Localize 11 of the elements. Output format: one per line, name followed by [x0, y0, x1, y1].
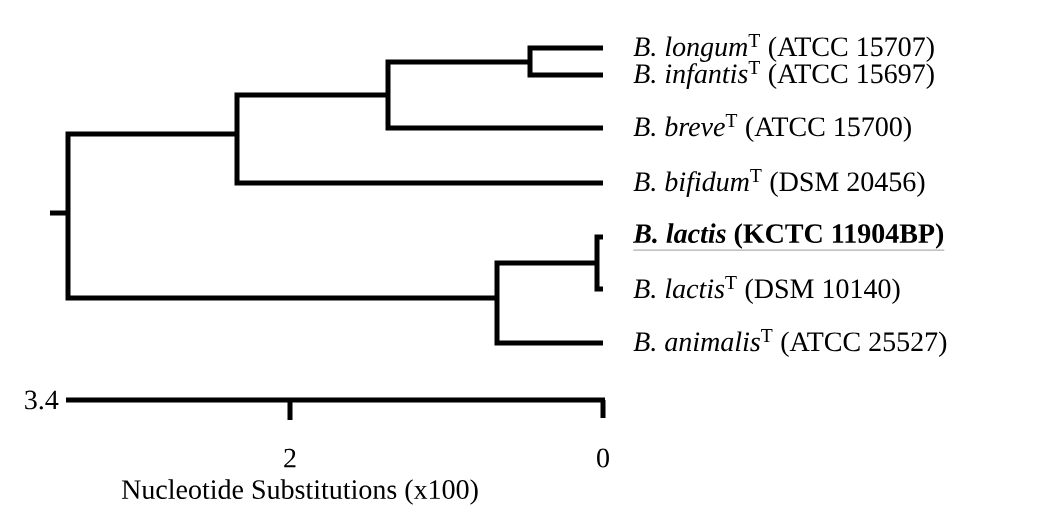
species-label: B. animalis$^{T}$ (ATCC 25527): [633, 329, 947, 357]
species-label: B. lactis (KCTC 11904BP): [632, 223, 945, 251]
species-label: B. breve$^{T}$ (ATCC 15700): [633, 114, 911, 142]
species-label: B. longum$^{T}$ (ATCC 15707): [633, 34, 934, 62]
species-label: B. infantis$^{T}$ (ATCC 15697): [633, 61, 934, 89]
scale-value: 3.4: [25, 390, 59, 410]
scale-value: 2: [284, 448, 296, 468]
scale-value: 0: [597, 448, 609, 468]
species-label: B. lactis$^{T}$ (DSM 10140): [633, 276, 900, 304]
species-label: B. bifidum$^{T}$ (DSM 20456): [633, 169, 925, 197]
scale-title: Nucleotide Substitutions (x100): [121, 479, 478, 505]
